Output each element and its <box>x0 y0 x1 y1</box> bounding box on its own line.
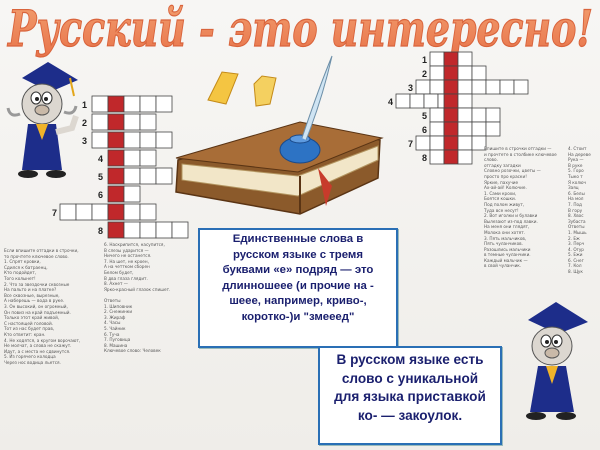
crossword-right-number: 6 <box>422 125 427 135</box>
crossword-left-number: 6 <box>98 190 103 200</box>
fact-line: коротко-)и "змееед" <box>241 310 355 323</box>
crossword-right-numbers: 1 2 3 4 5 6 7 8 <box>388 55 427 163</box>
crossword-right-number: 7 <box>408 139 413 149</box>
crossword-right-number: 4 <box>388 97 393 107</box>
crossword-left-number: 1 <box>82 100 87 110</box>
fact-line: В русском языке есть <box>336 352 484 367</box>
crossword-left-number: 3 <box>82 136 87 146</box>
crossword-left-cells <box>59 95 189 239</box>
fact-line: для языка приставкой <box>334 389 486 405</box>
fact-line: Единственные слова в <box>232 233 364 245</box>
fact-line: ко- — закоулок. <box>357 407 463 423</box>
crossword-left-numbers: 1 2 3 4 5 6 7 8 <box>52 100 103 236</box>
title-text: Русский - это интересно! <box>6 0 593 58</box>
crossword-right-number: 3 <box>408 83 413 93</box>
poster-title-svg: Русский - это интересно! <box>6 0 594 59</box>
fact-line: русском языке с тремя <box>232 248 363 261</box>
clues-right-a: Впишите в строчки отгадки — и прочтете в… <box>484 146 557 269</box>
book-illustration <box>175 55 384 215</box>
crossword-left-number: 8 <box>98 226 103 236</box>
fact-box-prefix-ko: В русском языке есть слово с уникальной … <box>318 346 502 445</box>
crossword-left-number: 4 <box>98 154 103 164</box>
crossword-left-number: 2 <box>82 118 87 128</box>
clues-left-b: 6. Наскрипится, насупится, В слезы удари… <box>104 242 171 354</box>
professor-cartoon-right <box>526 302 588 420</box>
fact-line: длинношеее (и прочие на - <box>222 279 374 292</box>
clues-left-a: Если впишите отгадки в строчки, то прочт… <box>4 248 81 365</box>
crossword-left-number: 5 <box>98 172 103 182</box>
crossword-left-number: 7 <box>52 208 57 218</box>
crossword-left <box>59 95 189 239</box>
fact-line: шеее, например, криво-, <box>229 295 367 308</box>
crossword-right <box>395 51 529 165</box>
crossword-right-number: 8 <box>422 153 427 163</box>
fact-line: слово с уникальной <box>341 370 479 386</box>
crossword-right-number: 1 <box>422 55 427 65</box>
professor-cartoon-left <box>6 62 79 178</box>
fact-line: буквами «е» подряд — это <box>222 264 374 277</box>
crossword-right-number: 2 <box>422 69 427 79</box>
clues-right-b: 4. Стоит На дереве Рука — В руке 5. Горо… <box>568 146 591 275</box>
poster-title: Русский - это интересно! <box>0 0 600 64</box>
crossword-right-number: 5 <box>422 111 427 121</box>
fact-box-triple-e: Единственные слова в русском языке с тре… <box>198 228 398 348</box>
